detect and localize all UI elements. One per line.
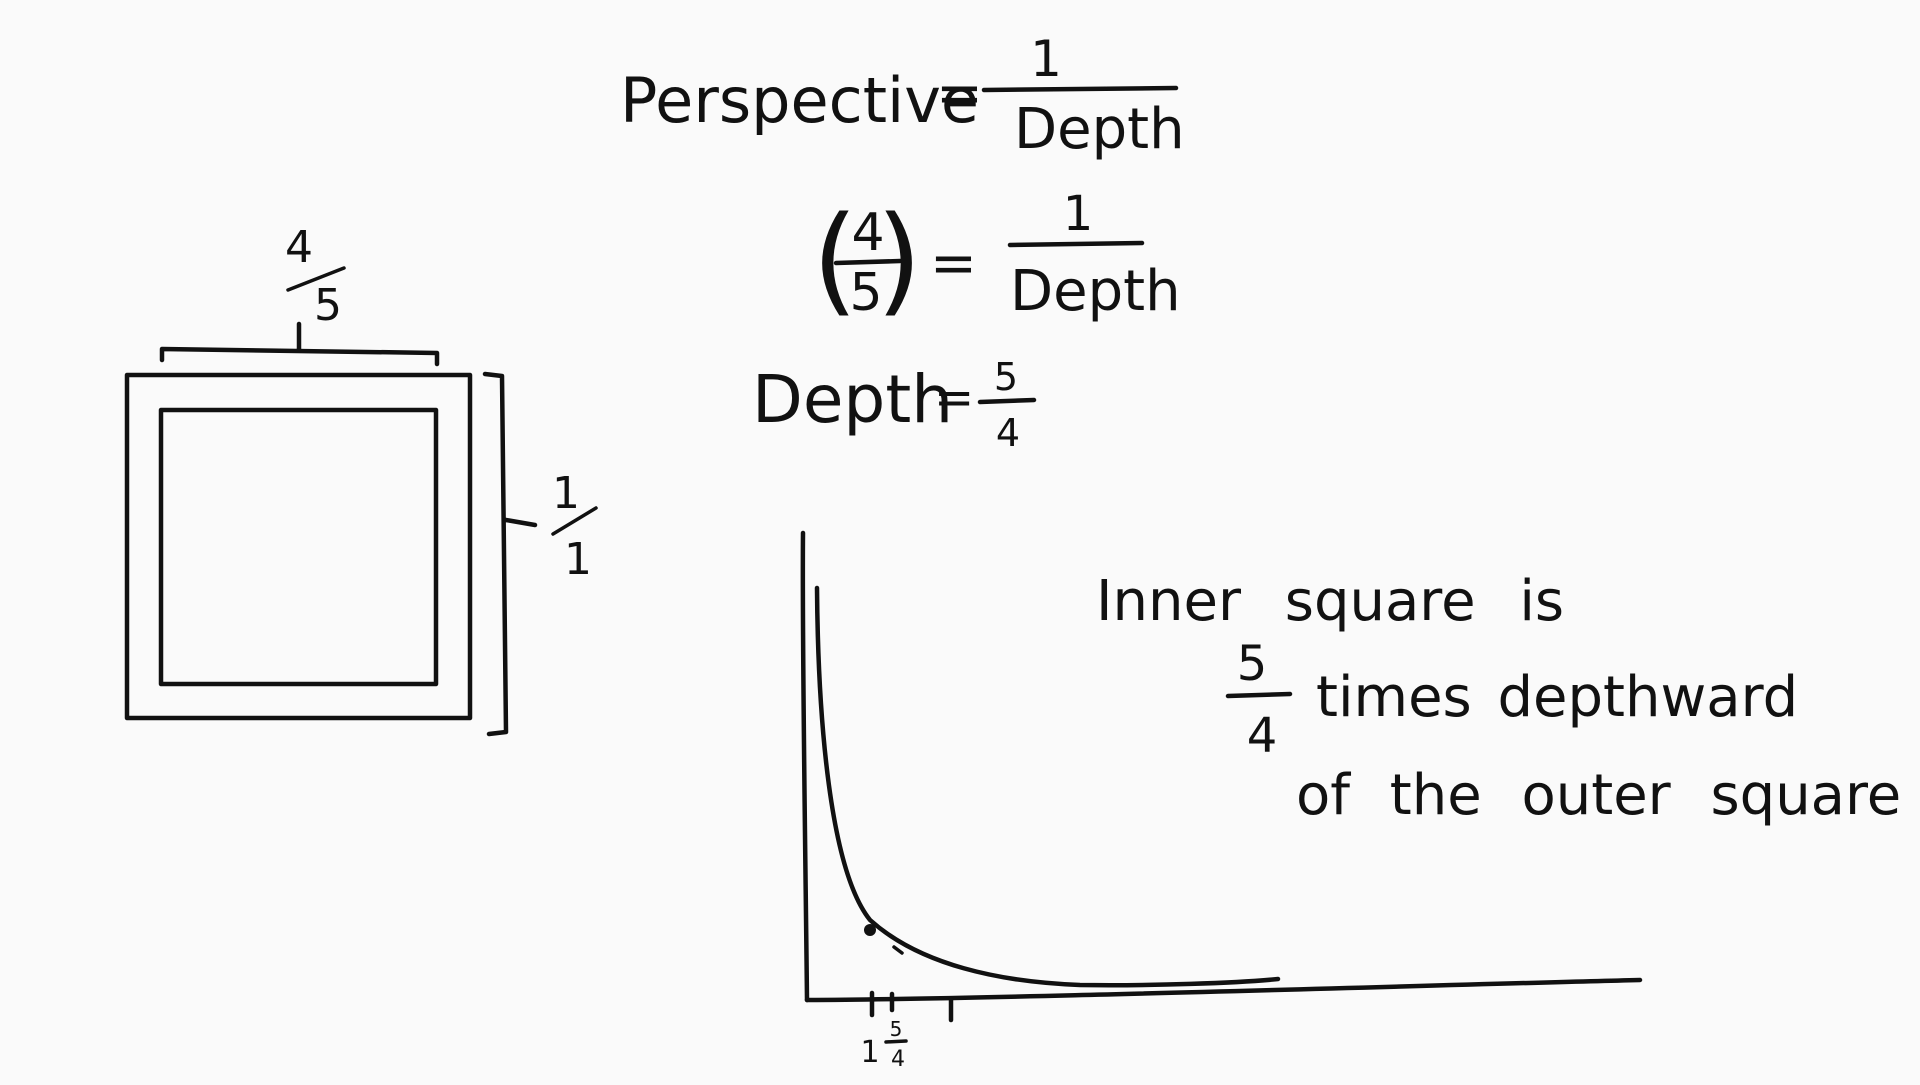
equation-perspective-fraction-bar xyxy=(981,85,1179,93)
equation-depth-result-fraction-bar xyxy=(977,397,1037,405)
equation-depth-result-equals: = xyxy=(934,370,974,426)
equation-perspective-lhs: Perspective xyxy=(620,64,979,137)
equation-substitution-lhs-denominator: 5 xyxy=(849,263,882,323)
inverse-depth-graph: 1 5 4 xyxy=(800,530,1643,1072)
inner-square-width-bracket xyxy=(159,321,440,367)
inner-square-width-label-numerator: 4 xyxy=(285,222,313,273)
inner-square-width-label-denominator: 5 xyxy=(314,280,342,331)
inner-square-width-label-bar xyxy=(286,266,346,292)
graph-point-tick xyxy=(892,945,904,955)
graph-y-axis xyxy=(800,530,810,1003)
nested-squares-figure: 4 5 1 1 xyxy=(124,222,598,737)
caption-line-2: times depthward xyxy=(1316,665,1798,730)
equation-substitution-lhs-fraction-bar xyxy=(833,258,903,266)
equation-depth-result-lhs: Depth xyxy=(752,361,953,438)
equation-perspective: Perspective = 1 Depth xyxy=(620,30,1185,162)
caption-fraction-numerator: 5 xyxy=(1237,636,1268,692)
graph-inverse-curve xyxy=(814,585,1281,988)
equation-depth-result: Depth = 5 4 xyxy=(752,355,1037,455)
equation-substitution-equals: = xyxy=(930,231,977,296)
equation-perspective-denominator: Depth xyxy=(1014,97,1185,162)
equation-substitution-right-paren: ) xyxy=(876,190,922,328)
equation-substitution: ( 4 5 ) = 1 Depth xyxy=(812,186,1181,328)
caption-fraction-denominator: 4 xyxy=(1247,708,1278,764)
equation-substitution-lhs-numerator: 4 xyxy=(851,203,884,263)
equation-perspective-numerator: 1 xyxy=(1030,30,1062,88)
graph-tick-label-denominator: 4 xyxy=(891,1047,905,1072)
caption-line-1: Inner square is xyxy=(1096,569,1564,634)
inner-square xyxy=(158,407,439,687)
outer-square xyxy=(124,372,473,721)
graph-tick-label-bar xyxy=(884,1039,908,1044)
caption-fraction-bar xyxy=(1225,691,1293,699)
outer-square-height-label-denominator: 1 xyxy=(564,534,592,585)
equation-perspective-equals: = xyxy=(936,61,983,126)
outer-square-height-bracket xyxy=(482,371,538,737)
equation-substitution-fraction-bar xyxy=(1007,240,1145,248)
caption-text: Inner square is 5 4 times depthward of t… xyxy=(1096,569,1901,828)
equation-substitution-left-paren: ( xyxy=(812,190,858,328)
equation-substitution-numerator: 1 xyxy=(1063,186,1094,242)
graph-point-marker xyxy=(864,924,876,936)
outer-square-height-label-numerator: 1 xyxy=(552,468,580,519)
equation-substitution-denominator: Depth xyxy=(1010,259,1181,324)
caption-line-3: of the outer square xyxy=(1296,763,1901,828)
equation-depth-result-numerator: 5 xyxy=(994,355,1018,399)
outer-square-height-label-bar xyxy=(551,506,598,536)
graph-tick-label-numerator: 5 xyxy=(890,1017,903,1041)
graph-x-axis xyxy=(804,977,1643,1003)
graph-tick-label-1: 1 xyxy=(860,1035,879,1070)
equation-depth-result-denominator: 4 xyxy=(996,411,1020,455)
